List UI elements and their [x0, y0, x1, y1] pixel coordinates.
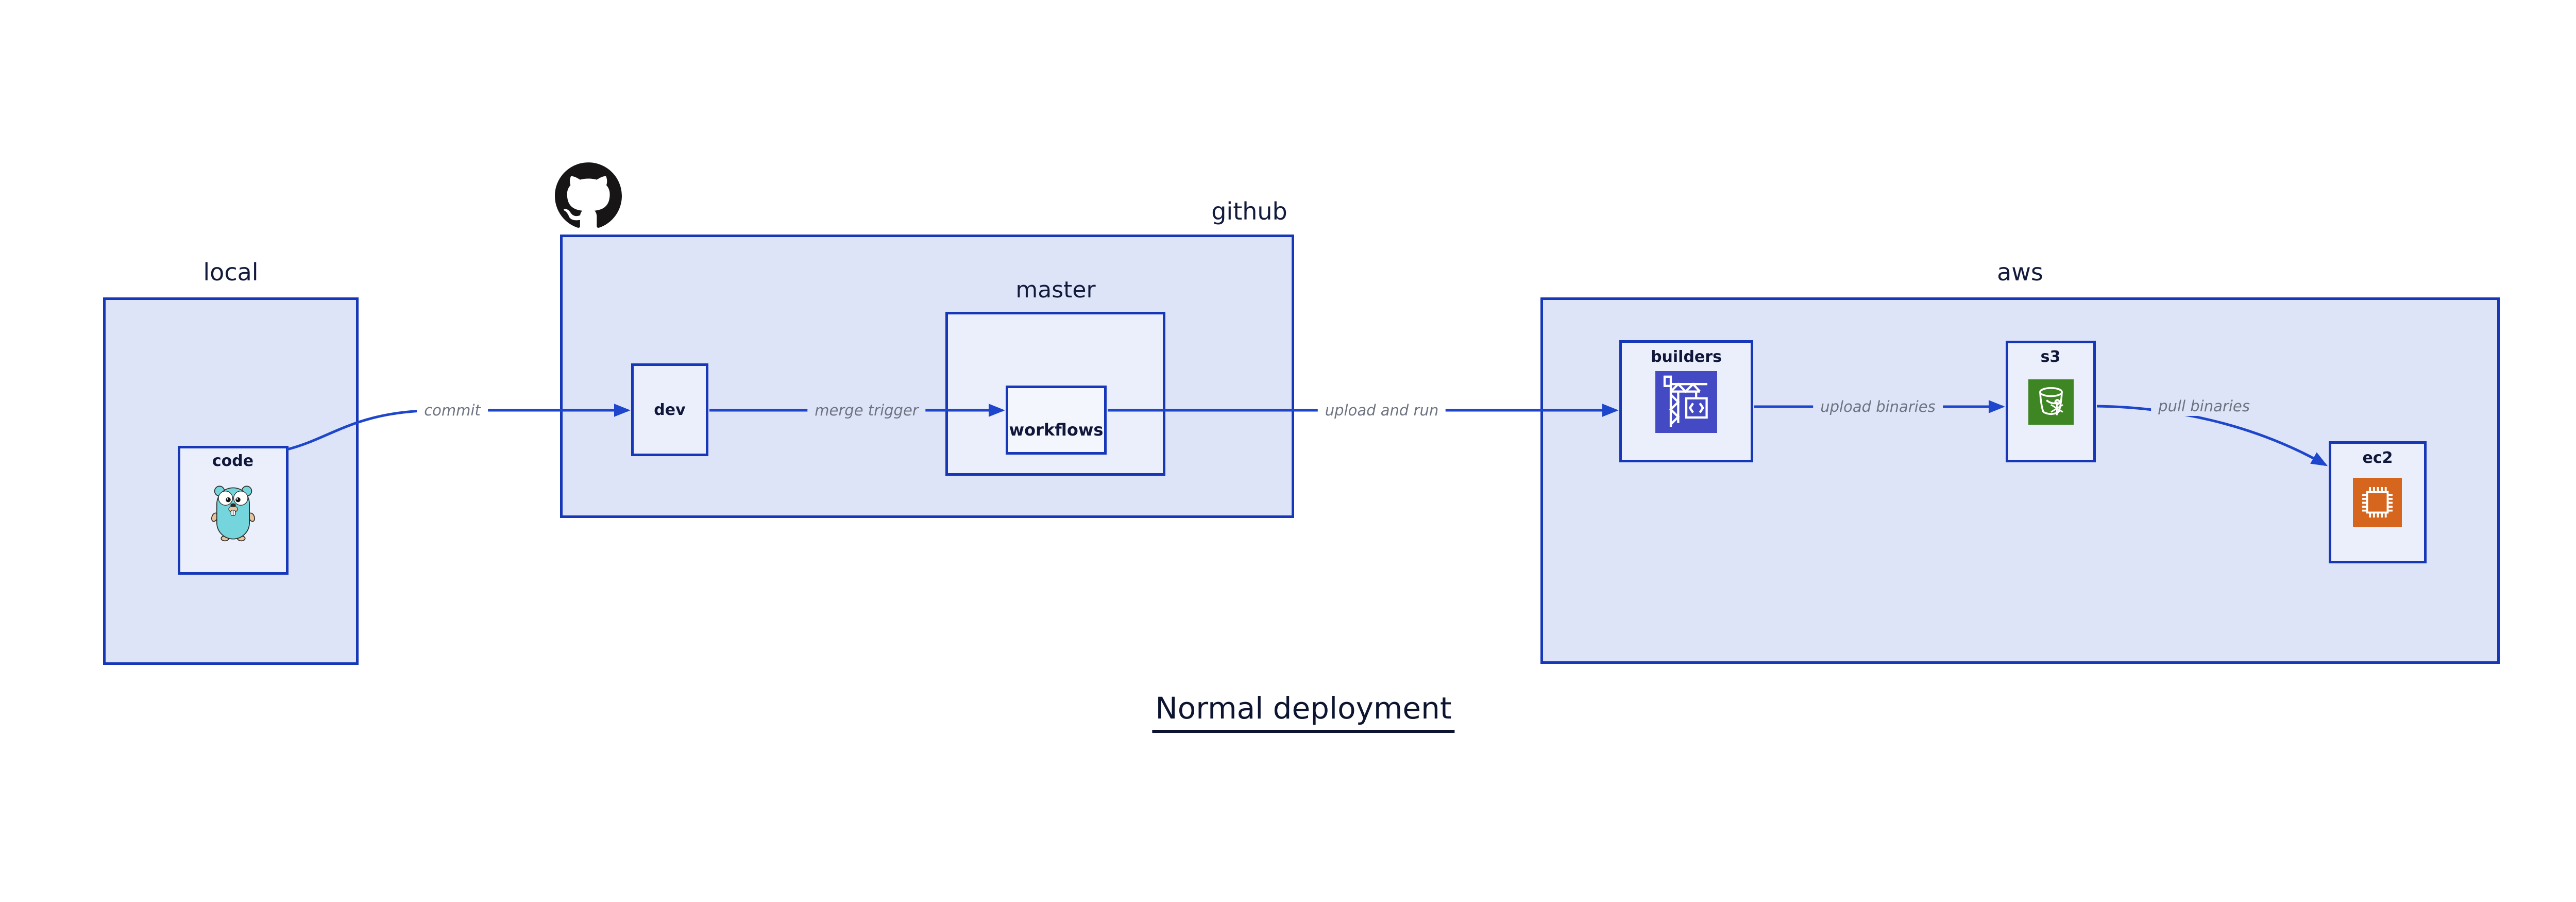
dev-node-label: dev — [654, 401, 686, 419]
go-gopher-icon — [211, 486, 255, 542]
pull-binaries-edge-label: pull binaries — [2151, 396, 2257, 416]
codebuild-icon — [1655, 371, 1717, 433]
code-node-label: code — [212, 452, 254, 470]
merge-trigger-edge-label: merge trigger — [807, 400, 926, 420]
ec2-chip-icon — [2353, 478, 2402, 527]
local-group-label: local — [203, 258, 259, 286]
commit-edge-label: commit — [417, 400, 488, 420]
workflows-node-label: workflows — [1009, 420, 1104, 440]
s3-node-label: s3 — [2040, 348, 2061, 366]
workflows-node-box — [1006, 386, 1107, 455]
github-octocat-icon — [555, 162, 622, 228]
aws-group-label: aws — [1997, 258, 2043, 286]
upload-binaries-edge-label: upload binaries — [1813, 397, 1943, 416]
s3-bucket-icon — [2028, 379, 2074, 425]
dev-node-box — [631, 363, 708, 456]
master-group-label: master — [1015, 277, 1096, 303]
upload-and-run-edge-label: upload and run — [1317, 400, 1446, 420]
builders-node-box — [1619, 340, 1753, 462]
github-group-label: github — [1211, 197, 1287, 225]
ec2-node-label: ec2 — [2362, 449, 2393, 467]
builders-node-label: builders — [1651, 348, 1722, 366]
diagram-title: Normal deployment — [1152, 691, 1455, 733]
